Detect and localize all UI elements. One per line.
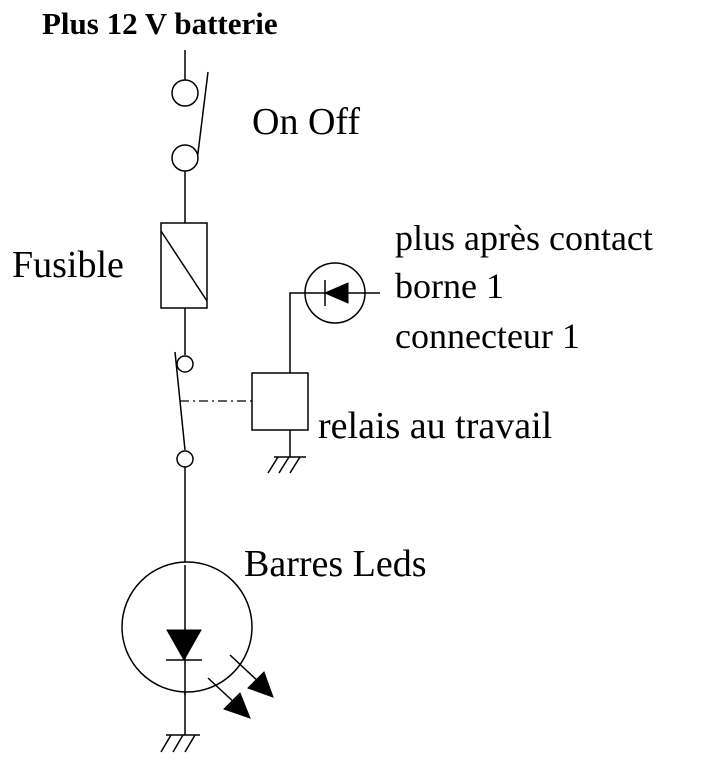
switch-label: On Off [252,101,360,143]
contact-label-line1: plus après contact [395,218,653,258]
contact-label-line3: connecteur 1 [395,316,580,356]
wire-coil-connector [289,292,305,373]
relay-ground-icon [267,456,306,474]
diode-icon [304,262,380,324]
battery-label: Plus 12 V batterie [42,6,278,41]
fuse-label: Fusible [12,244,124,286]
led-label: Barres Leds [244,543,427,585]
on-off-switch-icon [171,50,209,172]
ground-icon [160,692,200,753]
relay-label: relais au travail [318,405,552,447]
relay-contact-icon [174,351,194,468]
relay-coil-icon [251,372,309,457]
contact-label-line2: borne 1 [395,266,504,306]
led-icon [121,561,274,719]
fuse-icon [160,222,208,309]
